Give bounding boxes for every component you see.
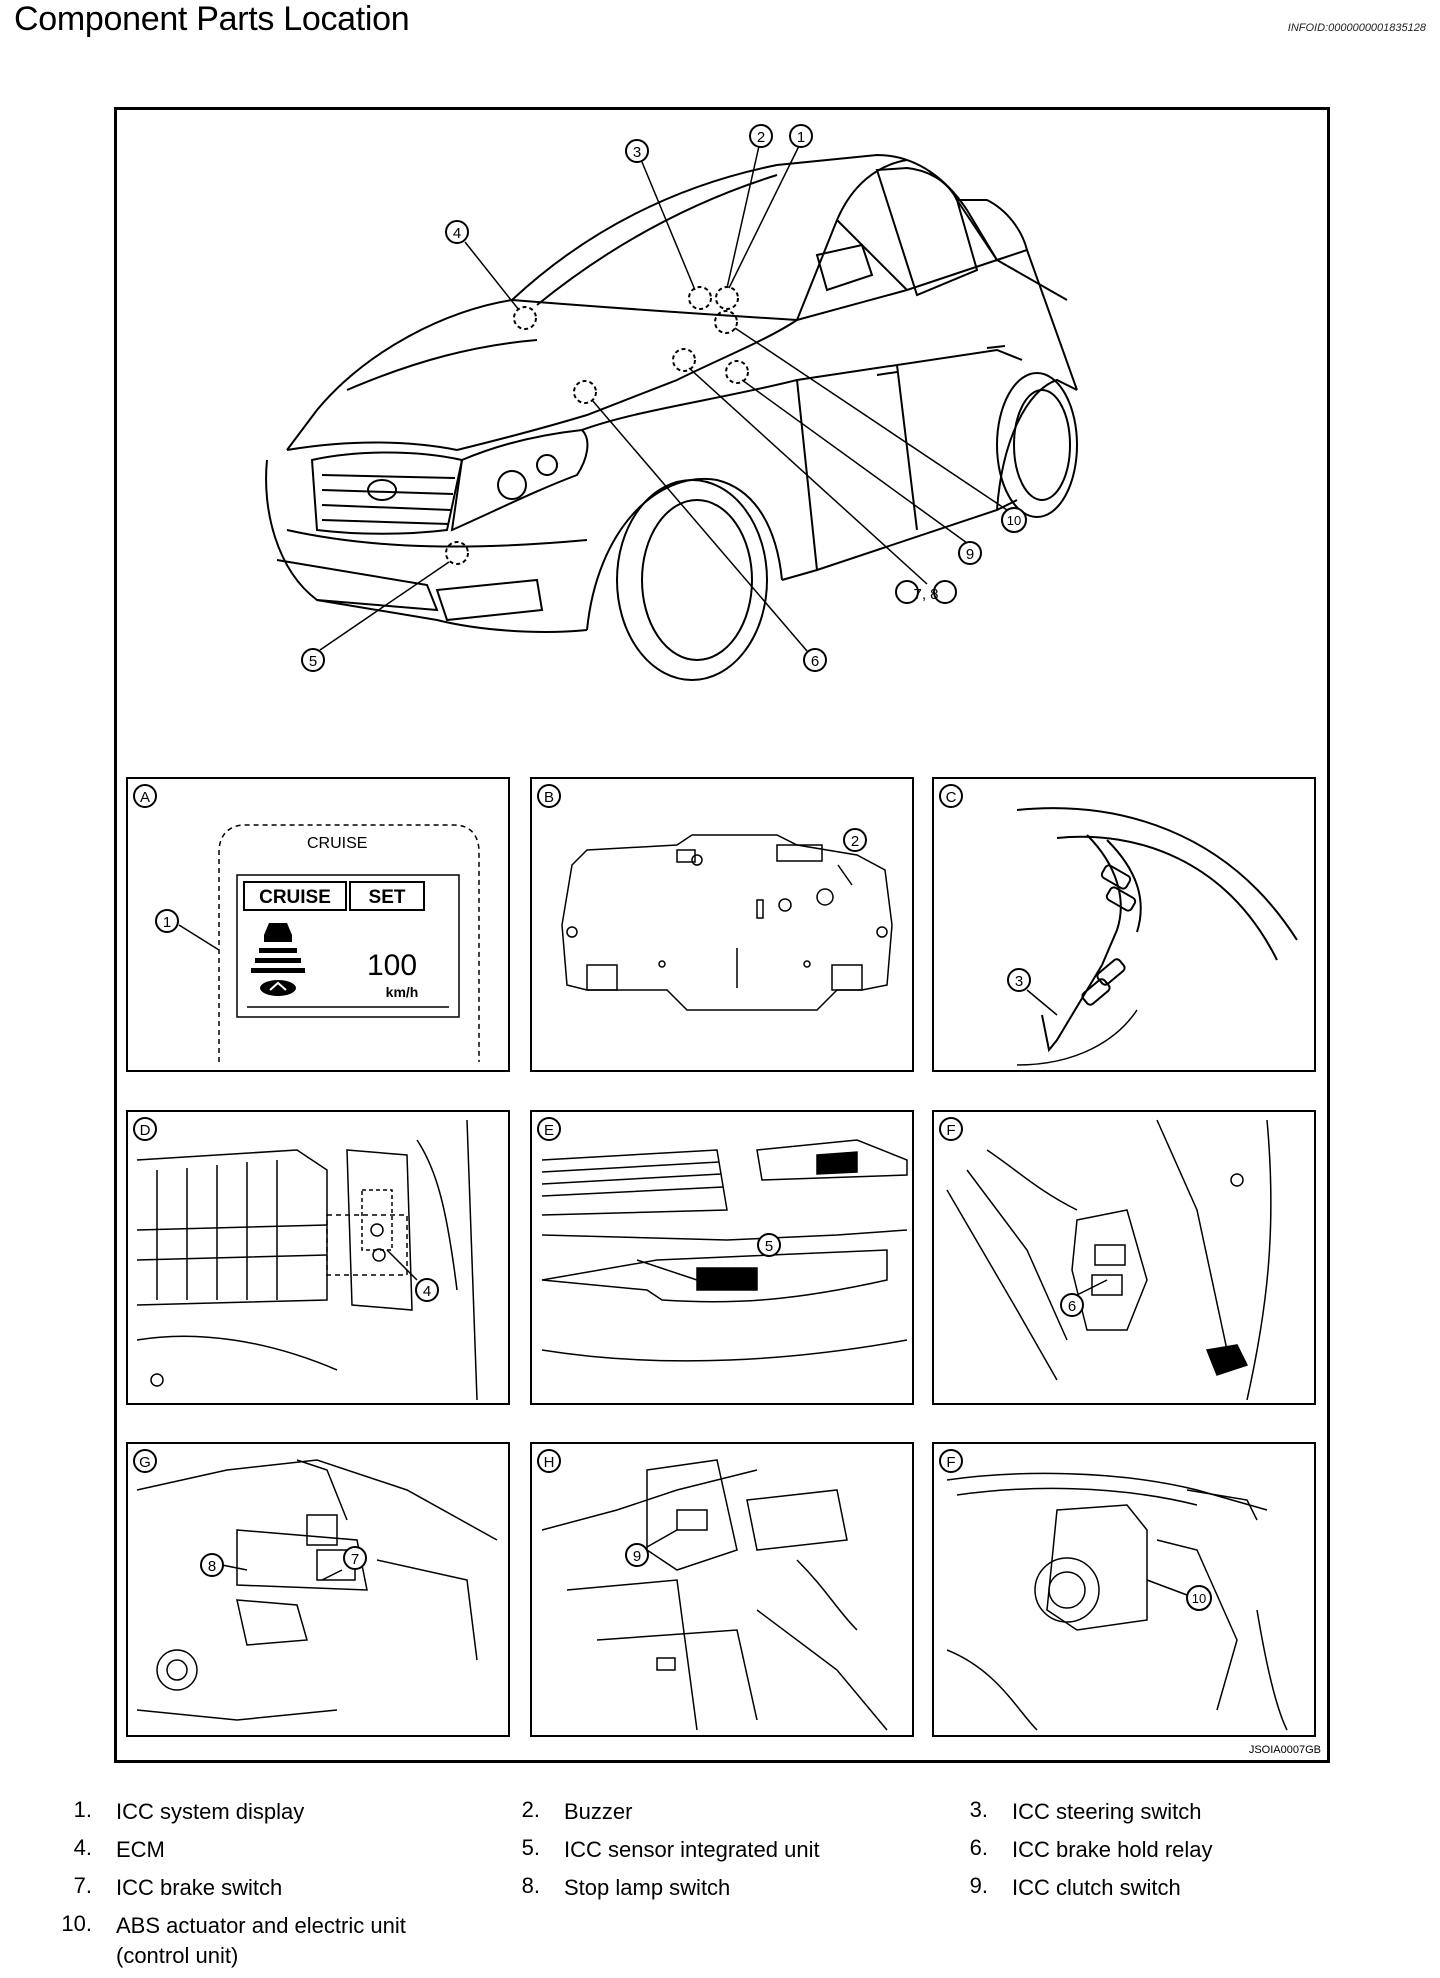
legend-item-2: 2.Buzzer: [521, 1797, 633, 1824]
svg-text:10: 10: [1007, 513, 1021, 528]
car-illustration: [265, 153, 1078, 681]
panel-letter-h: H: [544, 1454, 555, 1471]
callout-9: 9: [958, 541, 982, 565]
panel-letter-a: A: [140, 789, 150, 806]
panel-f-content: 6: [946, 1119, 1272, 1401]
panel-letter-d: D: [140, 1122, 151, 1139]
svg-text:9: 9: [633, 1548, 641, 1565]
panel-letter-e: E: [544, 1122, 554, 1139]
panel-letters: A B C D E F G H F: [133, 784, 963, 1473]
svg-text:5: 5: [765, 1238, 773, 1255]
panel-b-content: 2: [561, 828, 893, 1011]
callout-4: 4: [445, 220, 469, 244]
panel-g-content: 8 7: [136, 1459, 498, 1721]
svg-text:8: 8: [208, 1558, 216, 1575]
panel-d: [126, 1110, 510, 1405]
component-diagram: 1 2 3 4 5 6: [126, 124, 1316, 1737]
svg-text:1: 1: [163, 914, 171, 931]
svg-text:4: 4: [423, 1283, 431, 1300]
figure-frame: 1 2 3 4 5 6: [114, 107, 1330, 1763]
svg-text:3: 3: [1015, 973, 1023, 990]
panel-f2-content: 10: [946, 1472, 1288, 1731]
svg-text:6: 6: [811, 653, 819, 670]
panel-f2: [932, 1442, 1316, 1737]
legend-item-7: 7.ICC brake switch: [73, 1873, 283, 1900]
panel-letter-f2: F: [946, 1454, 955, 1471]
panel-c: [932, 777, 1316, 1072]
panel-e: [530, 1110, 914, 1405]
callout-7-8: 7, 8: [895, 580, 957, 604]
legend-item-3: 3.ICC steering switch: [969, 1797, 1202, 1824]
svg-text:100: 100: [367, 949, 417, 982]
panel-letter-g: G: [139, 1454, 151, 1471]
info-id: INFOID:0000000001835128: [1287, 22, 1426, 34]
svg-text:10: 10: [1192, 1591, 1206, 1606]
svg-text:3: 3: [633, 144, 641, 161]
panel-h: [530, 1442, 914, 1737]
panel-e-content: 5: [541, 1139, 908, 1362]
callout-10: 10: [1001, 507, 1027, 533]
panel-h-content: 9: [541, 1459, 888, 1731]
svg-text:7: 7: [351, 1551, 359, 1568]
svg-text:CRUISE: CRUISE: [307, 835, 367, 852]
callout-6: 6: [803, 648, 827, 672]
svg-text:6: 6: [1068, 1298, 1076, 1315]
callout-3: 3: [625, 139, 649, 163]
panel-d-content: 4: [136, 1119, 478, 1401]
legend-item-9: 9.ICC clutch switch: [969, 1873, 1181, 1900]
panel-g: [126, 1442, 510, 1737]
svg-text:7, 8: 7, 8: [913, 586, 938, 603]
legend-item-10: 10.ABS actuator and electric unit (contr…: [61, 1911, 406, 1968]
svg-text:CRUISE: CRUISE: [259, 887, 331, 908]
svg-text:2: 2: [851, 833, 859, 850]
svg-text:SET: SET: [369, 887, 406, 908]
panel-a-content: CRUISE CRUISE SET 100 km/h 1: [155, 824, 480, 1062]
legend-item-5: 5.ICC sensor integrated unit: [521, 1835, 820, 1862]
legend-item-8: 8.Stop lamp switch: [521, 1873, 731, 1900]
callout-leaders: [319, 145, 1008, 652]
callout-2: 2: [749, 124, 773, 148]
callout-1: 1: [789, 124, 813, 148]
panel-c-content: 3: [1007, 807, 1298, 1066]
svg-text:2: 2: [757, 129, 765, 146]
svg-text:4: 4: [453, 225, 461, 242]
panel-a: [126, 777, 510, 1072]
car-callouts: 1 2 3 4 5 6: [301, 124, 1027, 672]
legend-item-6: 6.ICC brake hold relay: [969, 1835, 1213, 1862]
callout-5: 5: [301, 648, 325, 672]
panel-f: [932, 1110, 1316, 1405]
panel-letter-b: B: [544, 789, 554, 806]
panel-letter-f: F: [946, 1122, 955, 1139]
svg-text:5: 5: [309, 653, 317, 670]
legend-item-1: 1.ICC system display: [73, 1797, 305, 1824]
panel-letter-c: C: [946, 789, 957, 806]
page-title: Component Parts Location: [14, 0, 410, 38]
svg-text:9: 9: [966, 546, 974, 563]
svg-text:1: 1: [797, 129, 805, 146]
panel-b: [530, 777, 914, 1072]
legend-item-4: 4.ECM: [73, 1835, 165, 1862]
svg-text:km/h: km/h: [386, 984, 419, 1000]
figure-code: JSOIA0007GB: [1248, 1744, 1321, 1756]
